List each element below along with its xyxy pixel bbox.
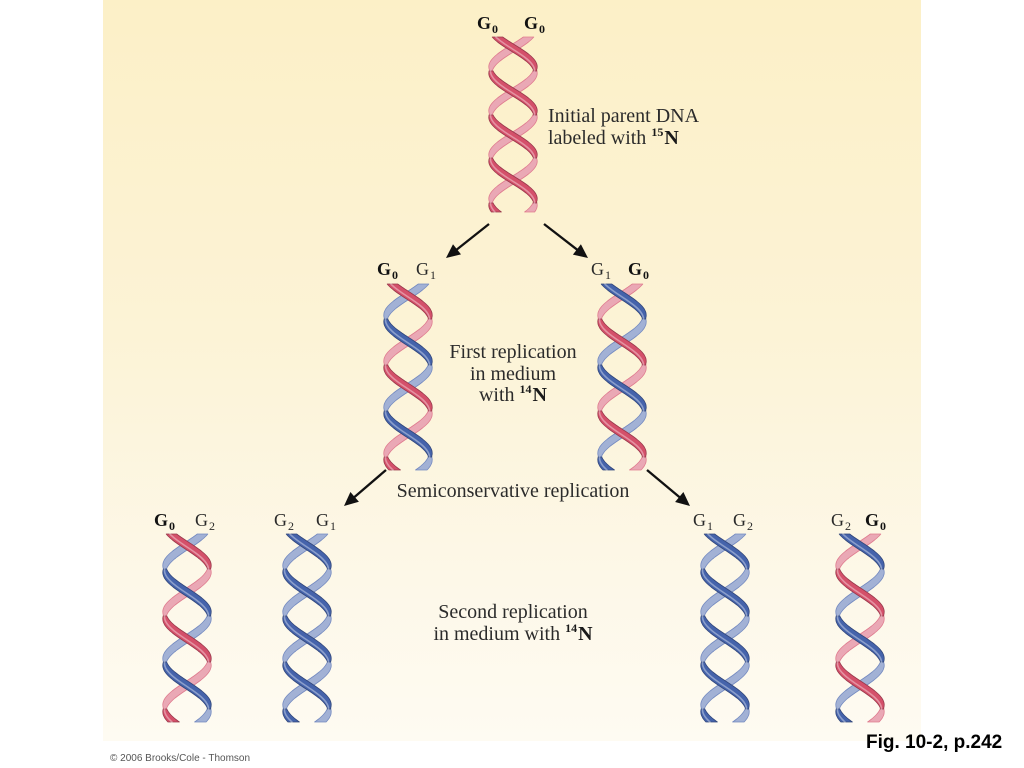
helix-second-generation-2-right-strand-back-segment [315, 709, 332, 722]
strand-label-g2: G2 [274, 510, 294, 532]
arrowhead [446, 244, 461, 258]
helix-second-generation-3 [701, 534, 749, 722]
strand-label-generation: 1 [330, 519, 336, 533]
caption-text: labeled with [548, 127, 651, 149]
caption-first-replication: First replication in medium with 14N [403, 342, 623, 409]
isotope-symbol: N [533, 384, 547, 406]
isotope-mass-number: 14 [520, 382, 532, 396]
strand-label-g2: G2 [733, 510, 753, 532]
helix-second-generation-1 [163, 534, 211, 722]
arrow-parent-to-left [446, 224, 489, 258]
figure-reference: Fig. 10-2, p.242 [866, 732, 1002, 754]
helix-first-generation-left-right-strand-back-segment [416, 457, 433, 470]
strand-label-generation: 2 [845, 519, 851, 533]
strand-label-g1: G1 [591, 259, 611, 281]
strand-label-letter: G [416, 259, 429, 279]
strand-label-letter: G [524, 13, 538, 33]
strand-label-generation: 2 [209, 519, 215, 533]
arrow-parent-to-right [544, 224, 588, 258]
helix-parent-dna-right-strand-back-segment [525, 203, 538, 212]
caption-text: with [479, 384, 520, 406]
strand-label-letter: G [477, 13, 491, 33]
caption-line: Initial parent DNA [548, 106, 699, 128]
isotope-mass-number: 14 [565, 621, 577, 635]
caption-text: in medium with [433, 623, 565, 645]
copyright-notice: © 2006 Brooks/Cole - Thomson [110, 753, 250, 765]
strand-label-g0: G0 [477, 13, 498, 35]
strand-label-generation: 2 [747, 519, 753, 533]
strand-label-g1: G1 [316, 510, 336, 532]
strand-label-letter: G [733, 510, 746, 530]
strand-label-generation: 0 [392, 268, 398, 282]
helix-parent-dna [489, 37, 537, 212]
strand-label-g2: G2 [831, 510, 851, 532]
strand-label-generation: 0 [539, 22, 545, 36]
caption-line: in medium [403, 364, 623, 386]
helix-second-generation-2 [283, 534, 331, 722]
strand-label-g1: G1 [693, 510, 713, 532]
strand-label-generation: 1 [707, 519, 713, 533]
caption-line: labeled with 15N [548, 128, 699, 152]
caption-line: First replication [403, 342, 623, 364]
isotope-symbol: N [578, 623, 592, 645]
helix-second-generation-1-right-strand-back-segment [195, 709, 212, 722]
helix-second-generation-4 [836, 534, 884, 722]
strand-label-generation: 1 [605, 268, 611, 282]
arrow-shaft [455, 224, 489, 251]
strand-label-letter: G [693, 510, 706, 530]
strand-label-letter: G [628, 259, 642, 279]
strand-label-g0: G0 [628, 259, 649, 281]
strand-label-generation: 0 [880, 519, 886, 533]
strand-label-letter: G [195, 510, 208, 530]
strand-label-letter: G [316, 510, 329, 530]
strand-label-letter: G [865, 510, 879, 530]
strand-label-letter: G [377, 259, 391, 279]
strand-label-letter: G [591, 259, 604, 279]
caption-line: Second replication [403, 602, 623, 624]
arrow-shaft [544, 224, 579, 251]
helix-second-generation-3-right-strand-back-segment [733, 709, 750, 722]
isotope-mass-number: 15 [651, 125, 663, 139]
strand-label-generation: 0 [492, 22, 498, 36]
strand-label-g0: G0 [865, 510, 886, 532]
caption-semiconservative-replication: Semiconservative replication [353, 481, 673, 503]
strand-label-g0: G0 [377, 259, 398, 281]
helix-first-generation-right-right-strand-back-segment [630, 457, 647, 470]
isotope-symbol: N [664, 127, 678, 149]
strand-label-g0: G0 [524, 13, 545, 35]
strand-label-g1: G1 [416, 259, 436, 281]
strand-label-g2: G2 [195, 510, 215, 532]
strand-label-generation: 0 [169, 519, 175, 533]
strand-label-letter: G [274, 510, 287, 530]
strand-label-generation: 0 [643, 268, 649, 282]
caption-second-replication: Second replication in medium with 14N [403, 602, 623, 647]
strand-label-generation: 2 [288, 519, 294, 533]
caption-line: in medium with 14N [403, 624, 623, 648]
strand-label-generation: 1 [430, 268, 436, 282]
strand-label-g0: G0 [154, 510, 175, 532]
helix-second-generation-4-right-strand-back-segment [868, 709, 885, 722]
strand-label-letter: G [831, 510, 844, 530]
caption-line: with 14N [403, 385, 623, 409]
arrowhead [573, 244, 588, 258]
caption-initial-parent-dna: Initial parent DNA labeled with 15N [548, 106, 699, 151]
strand-label-letter: G [154, 510, 168, 530]
